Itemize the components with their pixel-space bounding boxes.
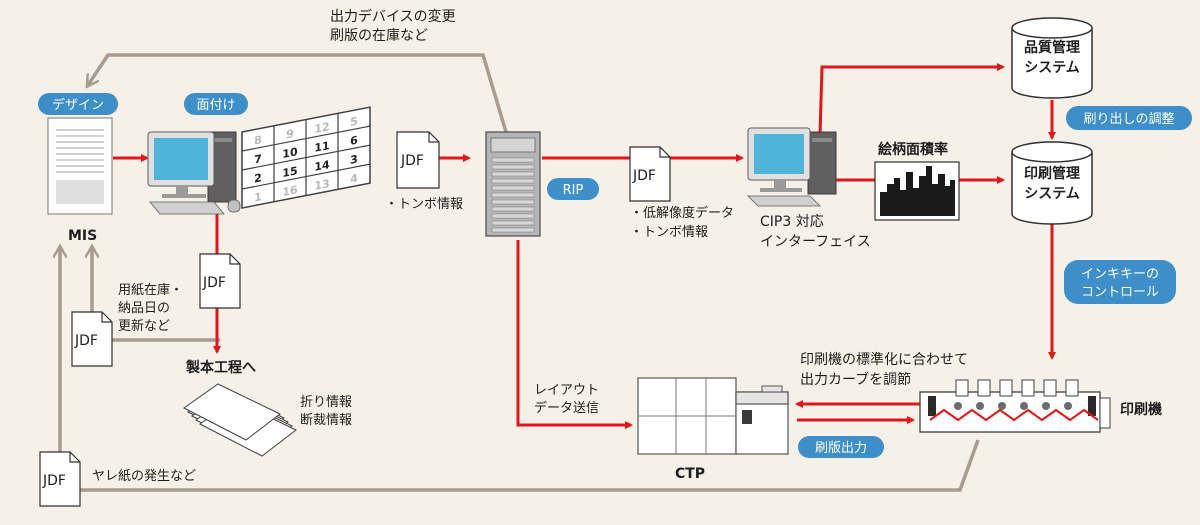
cip3-label-line2: インターフェイス — [760, 234, 871, 250]
imposition-page-number: 3 — [350, 153, 358, 167]
pill-ink-key-control: インキキーの コントロール — [1064, 260, 1176, 304]
mis-document — [47, 117, 113, 215]
server-slot — [491, 164, 535, 170]
fold-label-line2: 断裁情報 — [300, 412, 352, 428]
imposition-page-number: 6 — [350, 134, 358, 148]
imposition-page-number: 14 — [314, 158, 330, 174]
svg-text:コントロール: コントロール — [1081, 285, 1159, 300]
tombo-info-label: ・トンボ情報 — [385, 197, 463, 212]
svg-text:インキキーの: インキキーの — [1081, 267, 1159, 282]
pm-system-label-line2: システム — [1024, 186, 1080, 202]
image-area-rate-chart — [874, 161, 960, 221]
svg-text:デザイン: デザイン — [52, 97, 104, 113]
pill-design: デザイン — [38, 93, 118, 115]
layout-label-line2: データ送信 — [534, 400, 599, 416]
imposition-page-number: 12 — [314, 120, 329, 136]
fold-label-line1: 折り情報 — [300, 395, 352, 410]
text-labels: 出力デバイスの変更 刷版の在庫など MIS ・トンボ情報 ・低解像度データ ・ト… — [68, 8, 1162, 484]
curve-label-line2: 出力カーブを調節 — [800, 371, 911, 388]
curve-label-line1: 印刷機の標準化に合わせて — [800, 352, 968, 368]
jdf-label: JDF — [202, 275, 226, 291]
server-slot — [491, 206, 535, 212]
feedback-label-line1: 出力デバイスの変更 — [330, 8, 456, 25]
folded-booklets — [183, 383, 297, 457]
ctp-label: CTP — [675, 466, 705, 482]
feedback-line-press-to-mis — [60, 248, 980, 492]
pm-system-label-line1: 印刷管理 — [1024, 165, 1080, 182]
imposition-page-number: 13 — [314, 177, 329, 193]
imposition-computer — [147, 131, 241, 215]
imposition-page-number: 2 — [254, 171, 262, 185]
imposition-page-number: 15 — [282, 164, 297, 180]
server-slot — [491, 213, 535, 219]
imposition-page-number: 1 — [254, 190, 262, 204]
pm-system-cylinder — [1011, 141, 1093, 225]
imposition-page-number: 7 — [254, 152, 262, 166]
rip-server — [485, 131, 541, 237]
arrow-cip3-to-qc — [818, 63, 1005, 136]
imposition-page-number: 5 — [350, 115, 358, 129]
ctp-machine — [637, 377, 789, 455]
svg-text:面付け: 面付け — [196, 98, 235, 113]
server-slot — [491, 199, 535, 205]
press-label: 印刷機 — [1120, 401, 1162, 418]
low-res-data-label: ・低解像度データ — [630, 205, 734, 221]
imposition-page-number: 11 — [314, 139, 329, 155]
cip3-label-line1: CIP3 対応 — [760, 214, 824, 230]
svg-text:刷り出しの調整: 刷り出しの調整 — [1083, 112, 1174, 127]
paper-label-line3: 更新など — [118, 318, 170, 334]
pill-imposition: 面付け — [184, 93, 248, 115]
server-slot — [491, 227, 535, 233]
jdf-file-icon-2: JDF — [629, 146, 671, 202]
jdf-file-icon-3: JDF — [199, 253, 241, 309]
pill-start-adjust: 刷り出しの調整 — [1066, 106, 1192, 130]
paper-label-line1: 用紙在庫・ — [118, 283, 183, 298]
waste-paper-label: ヤレ紙の発生など — [92, 469, 196, 484]
imposition-page-number: 8 — [254, 133, 262, 147]
printing-press — [919, 379, 1111, 433]
image-area-rate-label: 絵柄面積率 — [878, 141, 948, 158]
jdf-file-icon-4: JDF — [71, 311, 113, 367]
server-slot — [491, 185, 535, 191]
arrow-rip-to-ctp — [516, 240, 633, 429]
svg-text:RIP: RIP — [563, 183, 584, 198]
pill-rip: RIP — [547, 178, 599, 200]
cip3-computer — [747, 127, 837, 207]
imposition-page-number: 10 — [282, 145, 298, 161]
qc-system-cylinder — [1011, 17, 1093, 99]
server-slot — [491, 178, 535, 184]
jdf-label: JDF — [74, 333, 98, 349]
qc-system-label-line2: システム — [1024, 60, 1080, 76]
mis-label: MIS — [68, 228, 97, 244]
jdf-file-icon-5: JDF — [39, 451, 81, 507]
binding-label: 製本工程へ — [185, 359, 256, 376]
svg-text:刷版出力: 刷版出力 — [815, 441, 867, 456]
feedback-label-line2: 刷版の在庫など — [330, 27, 428, 44]
jdf-label: JDF — [42, 473, 66, 489]
paper-label-line2: 納品日の — [118, 301, 170, 316]
feedback-line-rip-to-design — [88, 53, 508, 133]
layout-label-line1: レイアウト — [534, 383, 599, 398]
server-slot — [491, 220, 535, 226]
jdf-file-icon-1: JDF — [396, 131, 440, 189]
server-slot — [491, 171, 535, 177]
imposition-page-number: 16 — [282, 183, 298, 199]
server-slot — [491, 157, 535, 163]
server-slots — [491, 157, 535, 233]
qc-system-label-line1: 品質管理 — [1024, 39, 1080, 56]
pill-plate-output: 刷版出力 — [798, 436, 884, 458]
jdf-label: JDF — [400, 153, 424, 169]
jdf-label: JDF — [632, 168, 656, 184]
tombo-info-label-2: ・トンボ情報 — [630, 225, 708, 240]
imposition-page-number: 4 — [350, 172, 358, 186]
server-slot — [491, 192, 535, 198]
imposition-page-number: 9 — [286, 127, 294, 141]
